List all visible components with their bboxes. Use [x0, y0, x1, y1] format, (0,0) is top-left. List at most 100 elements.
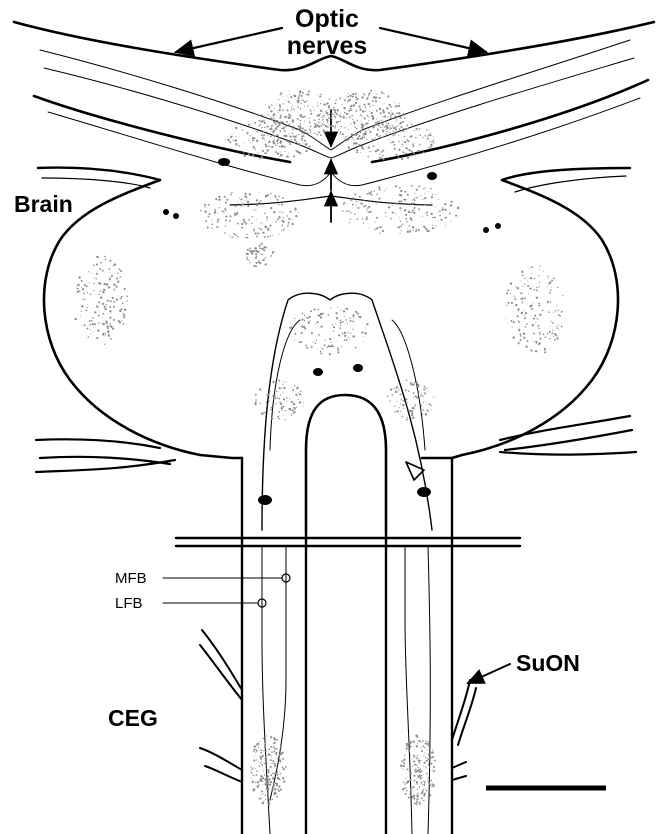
stipple-dot [368, 211, 370, 213]
stipple-dot [281, 204, 283, 206]
stipple-dot [424, 781, 426, 783]
stipple-dot [102, 333, 104, 335]
stipple-dot [265, 152, 267, 154]
stipple-dot [405, 218, 407, 220]
stipple-dot [277, 143, 279, 145]
stipple-dot [544, 349, 545, 350]
stipple-dot [366, 218, 368, 220]
stipple-dot [240, 127, 241, 128]
stipple-dot [512, 336, 514, 338]
stipple-dot [548, 278, 549, 279]
stipple-dot [383, 150, 384, 151]
stipple-dot [263, 800, 264, 801]
stipple-dot [229, 235, 230, 236]
stipple-dot [521, 312, 523, 314]
stipple-dot [259, 741, 260, 742]
neuron-somata [163, 158, 501, 505]
stipple-dot [299, 144, 301, 146]
stipple-dot [394, 144, 396, 146]
stipple-dot [354, 127, 356, 129]
stipple-dot [418, 208, 420, 210]
stipple-dot [266, 247, 267, 248]
stipple-dot [366, 216, 368, 218]
stipple-dot [352, 329, 353, 330]
stipple-dot [307, 132, 309, 134]
stipple-dot [283, 221, 285, 223]
mfb-fiber [270, 546, 286, 800]
stipple-dot [273, 129, 275, 131]
stipple-dot [301, 103, 302, 104]
stipple-dot [382, 137, 383, 138]
stipple-dot [429, 147, 431, 149]
stipple-dot [288, 222, 290, 224]
stipple-dot [368, 146, 370, 148]
stipple-dot [317, 102, 318, 103]
stipple-dot [366, 210, 367, 211]
stipple-dot [248, 260, 249, 261]
stipple-dot [405, 402, 406, 403]
stipple-dot [113, 284, 115, 286]
stipple-dot [267, 220, 268, 221]
stipple-dot [408, 749, 409, 750]
stipple-dot [333, 326, 335, 328]
stipple-dot [272, 785, 274, 787]
stipple-dot [302, 92, 304, 94]
stipple-dot [124, 288, 126, 290]
stipple-dot [311, 346, 313, 348]
stipple-dot [422, 784, 423, 785]
stipple-dot [329, 353, 331, 355]
stipple-dot [251, 216, 253, 218]
stipple-dot [267, 405, 268, 406]
stipple-dot [325, 340, 326, 341]
stipple-dot [265, 744, 266, 745]
stipple-dot [540, 337, 542, 339]
stipple-dot [539, 269, 540, 270]
stipple-dot [288, 124, 290, 126]
stipple-dot [309, 118, 310, 119]
stipple-dot [256, 750, 258, 752]
stipple-dot [300, 153, 302, 155]
stipple-dot [102, 317, 103, 318]
stipple-dot [343, 107, 345, 109]
stipple-dot [293, 403, 295, 405]
stipple-dot [396, 131, 398, 133]
stipple-dot [515, 304, 517, 306]
stipple-dot [110, 311, 112, 313]
stipple-dot [252, 154, 254, 156]
stipple-dot [338, 129, 339, 130]
stipple-dot [262, 776, 263, 777]
stipple-dot [436, 225, 437, 226]
stipple-dot [240, 205, 242, 207]
stipple-dot [357, 207, 359, 209]
stipple-dot [283, 229, 285, 231]
stipple-dot [337, 348, 338, 349]
stipple-dot [280, 789, 282, 791]
stipple-dot [353, 316, 354, 317]
stipple-dot [261, 780, 263, 782]
stipple-dot [298, 392, 299, 393]
stipple-dot [413, 397, 414, 398]
stipple-dot [398, 124, 399, 125]
stipple-dot [208, 216, 210, 218]
stipple-dot [77, 284, 79, 286]
stipple-dot [363, 341, 364, 342]
stipple-dot [414, 791, 415, 792]
stipple-dot [99, 311, 100, 312]
stipple-dot [109, 317, 111, 319]
stipple-dot [273, 381, 275, 383]
stipple-dot [103, 323, 105, 325]
stipple-dot [230, 142, 231, 143]
stipple-dot [260, 222, 261, 223]
stipple-dot [557, 327, 559, 329]
stipple-dot [417, 784, 418, 785]
stipple-dot [264, 743, 265, 744]
stipple-dot [427, 211, 428, 212]
stipple-dot [293, 413, 294, 414]
stipple-dot [441, 219, 443, 221]
stipple-dot [261, 114, 263, 116]
stipple-dot [423, 409, 424, 410]
stipple-dot [246, 237, 248, 239]
stipple-dot [405, 153, 407, 155]
stipple-dot [289, 143, 291, 145]
stipple-dot [350, 123, 351, 124]
